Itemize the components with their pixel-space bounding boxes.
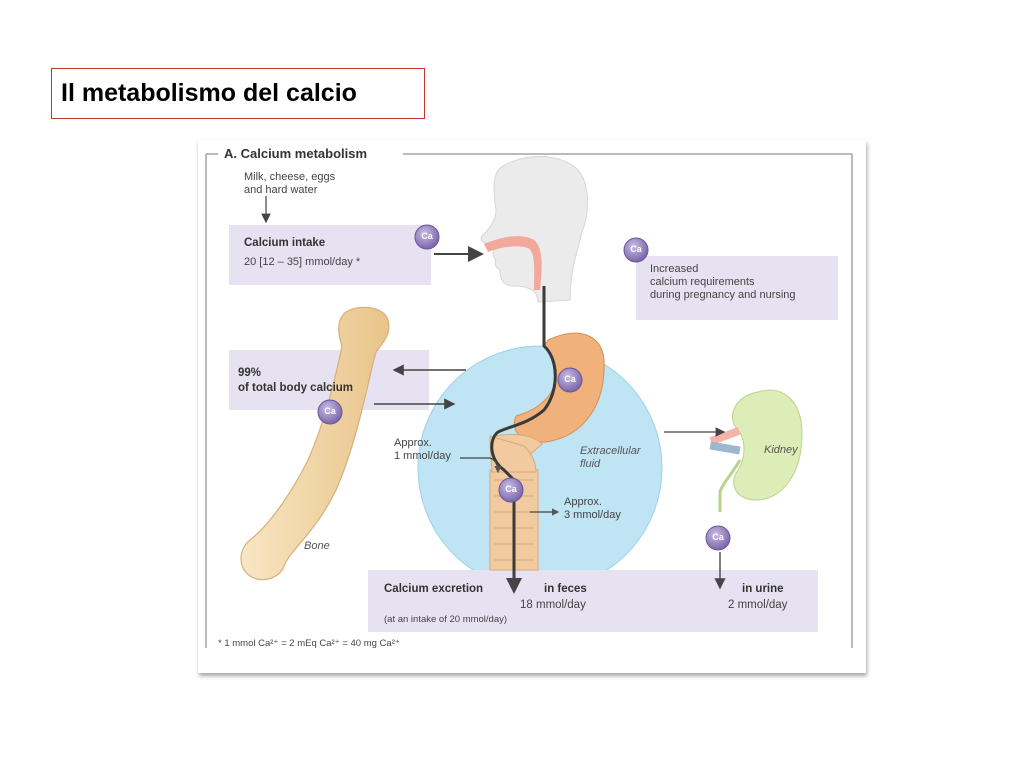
ion-kidney <box>705 525 731 551</box>
ecf-label: Extracellular fluid <box>580 445 641 470</box>
bone-store-percent: 99% <box>238 367 262 379</box>
figure-frame <box>205 153 853 648</box>
excretion-label: Calcium excretion <box>384 583 484 595</box>
esophagus <box>484 236 542 290</box>
kidney-label: Kidney <box>764 444 798 456</box>
footnote: * 1 mmol Ca²⁺ = 2 mEq Ca²⁺ = 40 mg Ca²⁺ <box>218 638 400 649</box>
excretion-panel <box>368 570 818 632</box>
ion-intake <box>414 224 440 250</box>
ion-label-stomach: Ca <box>564 374 576 384</box>
ion-label-requirements: Ca <box>630 244 642 254</box>
figure-title: A. Calcium metabolism <box>220 146 372 161</box>
ion-stomach <box>557 367 583 393</box>
ion-label-intake: Ca <box>421 231 433 241</box>
ion-intestine <box>498 477 524 503</box>
feces-value: 18 mmol/day <box>520 599 586 611</box>
ion-label-intestine: Ca <box>505 484 517 494</box>
absorption-text: Approx. 1 mmol/day <box>394 437 451 462</box>
slide-title: Il metabolismo del calcio <box>51 68 425 119</box>
urine-value: 2 mmol/day <box>728 599 788 611</box>
flow-arrows <box>261 196 726 594</box>
bone-store-label: of total body calcium <box>238 382 354 394</box>
intake-label: Calcium intake <box>244 237 326 249</box>
feces-label: in feces <box>544 583 587 595</box>
intake-panel <box>229 225 431 285</box>
calcium-metabolism-figure: Ca Ca Ca Ca Ca Ca A. Calcium metabolism … <box>198 140 866 673</box>
secretion-text: Approx. 3 mmol/day <box>564 496 621 521</box>
excretion-intake-note: (at an intake of 20 mmol/day) <box>384 614 508 625</box>
ion-label-kidney: Ca <box>712 532 724 542</box>
ion-requirements <box>623 237 649 263</box>
intake-value: 20 [12 – 35] mmol/day * <box>244 256 361 268</box>
urine-label: in urine <box>742 583 784 595</box>
ion-bone <box>317 399 343 425</box>
figure-graphics <box>205 153 853 648</box>
requirements-panel <box>636 256 838 320</box>
dietary-sources: Milk, cheese, eggs and hard water <box>244 171 336 196</box>
requirements-text: Increased calcium requirements during pr… <box>650 263 796 301</box>
head-silhouette <box>480 156 589 303</box>
gi-pathway-line <box>490 286 557 580</box>
bone-label: Bone <box>304 540 330 552</box>
kidney-shape <box>709 389 803 512</box>
ion-label-bone: Ca <box>324 406 336 416</box>
bone-shape <box>240 306 390 581</box>
